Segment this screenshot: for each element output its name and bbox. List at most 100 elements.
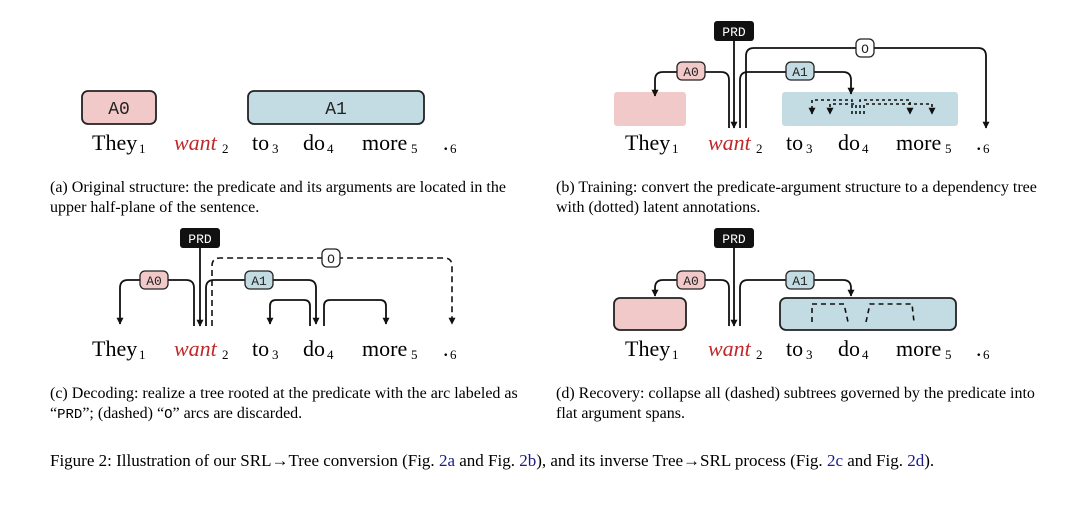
token-more: more	[896, 130, 941, 155]
sentence-a: They 1 want 2 to 3 do 4 more 5 . 6	[92, 130, 457, 156]
token-to-index: 3	[272, 141, 279, 156]
token-want-predicate: want	[708, 130, 752, 155]
token-want-predicate: want	[174, 130, 218, 155]
token-do-index: 4	[862, 347, 869, 362]
token-more: more	[362, 130, 407, 155]
caption-c-text-2: ”; (dashed) “	[82, 405, 165, 422]
token-they-index: 1	[672, 347, 679, 362]
figure-caption-text-5: ).	[924, 451, 935, 470]
token-want-predicate: want	[174, 336, 218, 361]
caption-b: (b) Training: convert the predicate-argu…	[556, 179, 1037, 216]
figure-caption-text-2: and Fig.	[454, 451, 520, 470]
token-period: .	[443, 336, 449, 361]
token-more-index: 5	[411, 141, 418, 156]
token-they-index: 1	[139, 141, 146, 156]
o-arc-label: O	[327, 252, 335, 267]
a1-span-box	[782, 92, 958, 126]
a0-arc-label: A0	[146, 274, 162, 289]
token-period-index: 6	[450, 347, 457, 362]
token-do: do	[303, 130, 325, 155]
token-they: They	[625, 130, 670, 155]
token-do-index: 4	[327, 141, 334, 156]
token-want-index: 2	[222, 141, 229, 156]
prd-root-label: PRD	[722, 232, 746, 247]
arc-o	[211, 257, 456, 326]
caption-c-text-3: ” arcs are discarded.	[172, 405, 303, 422]
a1-arc-label-box	[785, 270, 815, 290]
token-do: do	[838, 130, 860, 155]
a0-span-box	[614, 92, 686, 126]
token-more: more	[896, 336, 941, 361]
a1-arc-label-box	[244, 270, 274, 290]
caption-c-code-o: O	[164, 407, 173, 423]
token-to-index: 3	[806, 141, 813, 156]
o-arc-label: O	[861, 42, 869, 57]
token-period-index: 6	[983, 141, 990, 156]
a1-arc-label: A1	[792, 65, 808, 80]
prd-root-label: PRD	[722, 25, 746, 40]
token-want-predicate: want	[708, 336, 752, 361]
latent-arc-1	[808, 99, 853, 115]
collapsed-dashed-arcs	[811, 303, 915, 323]
sentence-c: They 1 want 2 to 3 do 4 more 5 . 6	[92, 336, 457, 362]
arc-do-more	[323, 299, 390, 326]
arc-do-to	[266, 299, 311, 326]
token-period-index: 6	[450, 141, 457, 156]
sentence-b: They 1 want 2 to 3 do 4 more 5 . 6	[625, 130, 990, 156]
token-period: .	[976, 336, 982, 361]
panel-d: PRD A0 A1 They 1 want 2 to 3 do 4 more 5…	[613, 228, 990, 362]
a0-arc-label-box	[676, 61, 706, 81]
figure-caption-text-4: and Fig.	[842, 451, 908, 470]
prd-root-box	[714, 21, 754, 41]
prd-root-label: PRD	[188, 232, 212, 247]
figure-ref-2c[interactable]: 2c	[826, 451, 843, 470]
collapsed-arc-right	[865, 303, 915, 323]
token-more-index: 5	[945, 347, 952, 362]
a0-arc-label-box	[676, 270, 706, 290]
token-period: .	[976, 130, 982, 155]
token-more: more	[362, 336, 407, 361]
latent-arc-4	[863, 103, 936, 115]
token-more-index: 5	[411, 347, 418, 362]
a0-span-label: A0	[108, 100, 130, 120]
token-to: to	[252, 336, 269, 361]
panel-a: A0 A1 They 1 want 2 to 3 do 4 more 5 . 6	[81, 90, 457, 156]
collapsed-arc-left	[811, 303, 849, 323]
figure-ref-2a[interactable]: 2a	[438, 451, 455, 470]
token-they-index: 1	[672, 141, 679, 156]
caption-d: (d) Recovery: collapse all (dashed) subt…	[556, 385, 1035, 422]
token-do-index: 4	[862, 141, 869, 156]
a1-arc-label: A1	[251, 274, 267, 289]
token-do: do	[838, 336, 860, 361]
figure-caption-text-3: ), and its inverse Tree→SRL process (Fig…	[536, 451, 827, 470]
o-arc-label-box	[855, 38, 875, 58]
token-they: They	[625, 336, 670, 361]
token-they: They	[92, 336, 137, 361]
a1-span-label: A1	[325, 100, 347, 120]
token-to: to	[786, 130, 803, 155]
o-arc-label-box	[321, 248, 341, 268]
token-to: to	[786, 336, 803, 361]
a0-span-box	[613, 297, 687, 331]
latent-arc-3	[859, 99, 914, 115]
token-do-index: 4	[327, 347, 334, 362]
prd-root-box	[714, 228, 754, 248]
caption-c-text-1: (c) Decoding: realize a tree rooted at t…	[50, 385, 518, 422]
a1-arc-label: A1	[792, 274, 808, 289]
prd-root-box	[180, 228, 220, 248]
a0-arc-label: A0	[683, 274, 699, 289]
figure-ref-2b[interactable]: 2b	[519, 451, 537, 470]
a1-arc-label-box	[785, 61, 815, 81]
figure-caption-text-1: Figure 2: Illustration of our SRL→Tree c…	[50, 451, 439, 470]
token-to-index: 3	[806, 347, 813, 362]
figure-ref-2d[interactable]: 2d	[907, 451, 925, 470]
caption-c-code-prd: PRD	[57, 407, 83, 423]
token-to-index: 3	[272, 347, 279, 362]
a0-span-box	[81, 90, 157, 125]
token-they-index: 1	[139, 347, 146, 362]
a0-arc-label-box	[139, 270, 169, 290]
token-want-index: 2	[222, 347, 229, 362]
latent-dotted-arcs	[808, 99, 936, 115]
panel-c: PRD A0 A1 O They 1 want 2 to 3 do 4 more…	[92, 228, 457, 362]
